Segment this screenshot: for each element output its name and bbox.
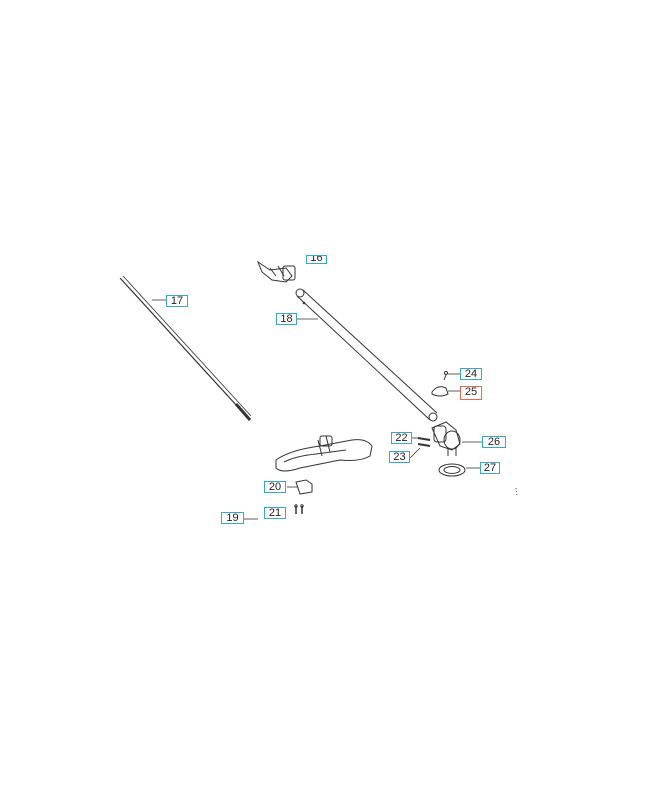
gear-head-part bbox=[431, 421, 461, 456]
bracket-part bbox=[295, 479, 313, 495]
callout-25[interactable]: 25 bbox=[460, 386, 482, 400]
callout-21[interactable]: 21 bbox=[264, 507, 286, 519]
callout-17[interactable]: 17 bbox=[166, 295, 188, 307]
bolt-part bbox=[294, 504, 304, 514]
handle-part bbox=[275, 435, 373, 472]
clip-part bbox=[431, 386, 449, 397]
callout-16[interactable]: 16 bbox=[306, 255, 327, 264]
washer-part bbox=[438, 463, 466, 477]
callout-18[interactable]: 18 bbox=[276, 313, 297, 325]
stray-mark bbox=[515, 487, 518, 497]
callout-19[interactable]: 19 bbox=[221, 512, 244, 524]
tube-part bbox=[295, 288, 438, 422]
callout-27[interactable]: 27 bbox=[480, 462, 500, 474]
callout-20[interactable]: 20 bbox=[264, 481, 286, 493]
callout-26[interactable]: 26 bbox=[482, 436, 506, 448]
callout-22[interactable]: 22 bbox=[391, 432, 412, 444]
pin-part bbox=[443, 371, 448, 381]
callout-23[interactable]: 23 bbox=[389, 451, 410, 463]
drive-shaft-part bbox=[119, 275, 252, 421]
screw-part bbox=[417, 437, 431, 447]
leader-23 bbox=[409, 447, 421, 459]
coupling-part bbox=[256, 260, 296, 283]
callout-24[interactable]: 24 bbox=[460, 368, 482, 380]
